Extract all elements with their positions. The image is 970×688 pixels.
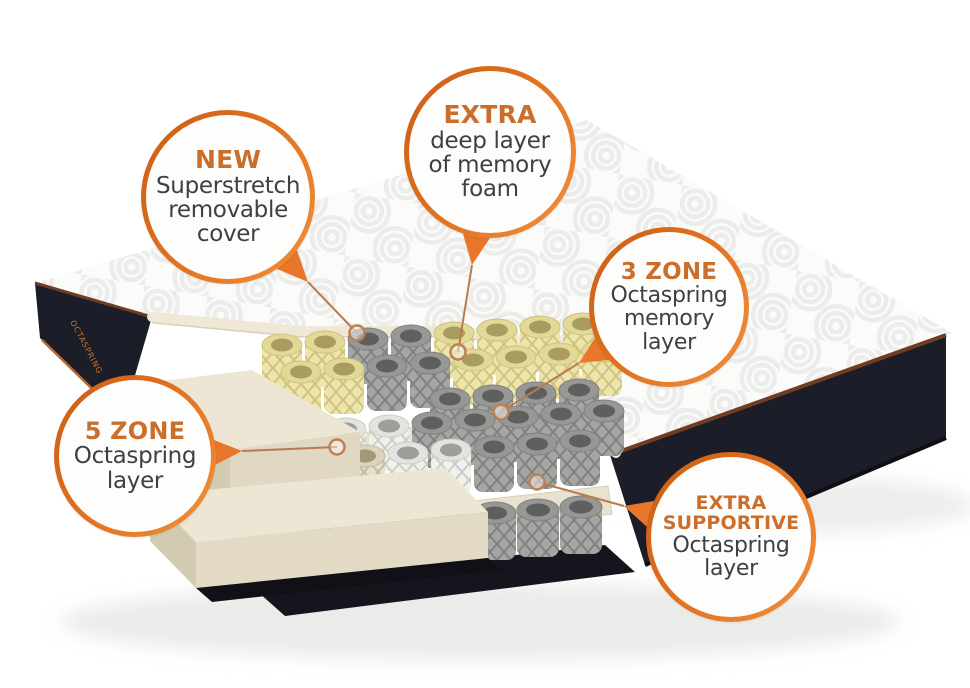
callout-five-zone: 5 ZONE Octaspring layer bbox=[54, 375, 216, 537]
callout-highlight: EXTRA SUPPORTIVE bbox=[662, 491, 800, 534]
callout-extra-supportive: EXTRA SUPPORTIVE Octaspring layer bbox=[646, 452, 816, 622]
callout-three-zone-inner: 3 ZONE Octaspring memory layer bbox=[594, 232, 744, 382]
leader-line-new-cover bbox=[307, 281, 358, 334]
octaspring-G bbox=[516, 498, 560, 557]
leader-line-extra-supportive bbox=[536, 481, 625, 507]
callout-highlight: NEW bbox=[194, 145, 262, 175]
leader-lines bbox=[241, 264, 625, 507]
callout-three-zone: 3 ZONE Octaspring memory layer bbox=[589, 227, 749, 387]
octaspring-G bbox=[516, 432, 558, 489]
callout-new-cover: NEW Superstretch removable cover bbox=[141, 110, 315, 284]
base-board bbox=[250, 545, 635, 616]
callout-extra-supportive-inner: EXTRA SUPPORTIVE Octaspring layer bbox=[651, 457, 811, 617]
octaspring-G bbox=[473, 435, 515, 492]
leader-line-three-zone bbox=[500, 362, 580, 413]
piping-stripe bbox=[609, 333, 947, 457]
callout-new-cover-inner: NEW Superstretch removable cover bbox=[146, 115, 311, 279]
callout-highlight: EXTRA bbox=[443, 100, 537, 130]
callout-body: Superstretch removable cover bbox=[156, 172, 301, 248]
mattress-cover bbox=[35, 120, 952, 453]
leader-line-five-zone bbox=[241, 446, 338, 452]
callout-five-zone-inner: 5 ZONE Octaspring layer bbox=[59, 380, 211, 532]
callout-body: Octaspring layer bbox=[73, 443, 197, 494]
octaspring-G bbox=[559, 495, 603, 554]
callout-body: deep layer of memory foam bbox=[428, 127, 552, 203]
callout-body: Octaspring memory layer bbox=[610, 283, 728, 355]
callout-highlight: 5 ZONE bbox=[84, 417, 186, 446]
callout-body: Octaspring layer bbox=[672, 532, 790, 581]
leader-endpoints bbox=[328, 324, 546, 491]
foam-base-rail-front bbox=[150, 468, 502, 602]
octaspring-Y bbox=[323, 357, 365, 414]
octaspring-G bbox=[559, 429, 601, 486]
leader-line-extra-memory-foam bbox=[457, 264, 473, 353]
callout-extra-memory-foam-inner: EXTRA deep layer of memory foam bbox=[409, 71, 571, 233]
octaspring-G bbox=[366, 354, 408, 411]
callout-highlight: 3 ZONE bbox=[620, 258, 718, 285]
callout-extra-memory-foam: EXTRA deep layer of memory foam bbox=[404, 66, 576, 238]
